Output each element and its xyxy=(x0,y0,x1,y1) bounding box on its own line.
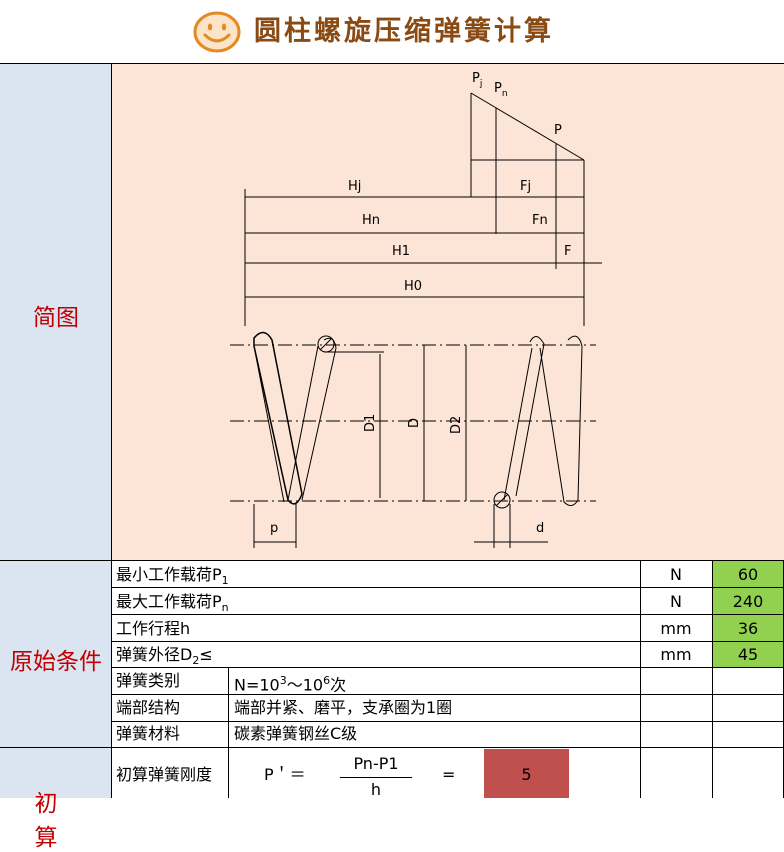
initial-stiffness-label: 初算弹簧刚度 xyxy=(116,765,213,784)
end-structure-value: 端部并紧、磨平，支承圈为1圈 xyxy=(234,698,453,717)
input-cell-stroke[interactable] xyxy=(713,615,783,641)
label-d1: D1 xyxy=(363,414,378,432)
outer-diameter-unit: mm xyxy=(660,645,692,664)
label-fj: Fj xyxy=(520,179,531,194)
conditions-grid: 最小工作载荷P1 N 60 最大工作载荷Pn N 240 工作行程h mm 36… xyxy=(112,561,784,748)
label-pj: Pj xyxy=(472,71,482,89)
max-load-unit: N xyxy=(670,592,682,611)
label-h0: H0 xyxy=(404,279,422,294)
label-hj: Hj xyxy=(348,179,361,194)
min-load-unit: N xyxy=(670,565,682,584)
label-pn: Pn xyxy=(494,81,508,99)
conditions-section-label: 原始条件 xyxy=(10,649,102,675)
label-pitch: p xyxy=(270,521,278,536)
stroke-unit: mm xyxy=(660,619,692,638)
label-p: P xyxy=(554,123,562,138)
spring-diagram: Pj Pn P Hj Fj Hn Fn H1 F H0 D1 D D2 p d xyxy=(112,64,784,561)
spring-class-value: N=103～106次 xyxy=(234,674,347,695)
fraction-bar xyxy=(340,777,412,778)
stiffness-numerator: Pn-P1 xyxy=(353,754,399,773)
stroke-value[interactable]: 36 xyxy=(737,619,759,638)
label-h1: H1 xyxy=(392,244,410,259)
stiffness-result-cell[interactable] xyxy=(484,749,569,798)
spring-class-label: 弹簧类别 xyxy=(116,671,181,690)
input-cell-outer-diameter[interactable] xyxy=(713,642,783,667)
label-d: D xyxy=(407,418,422,428)
outer-diameter-value[interactable]: 45 xyxy=(737,645,759,664)
label-wire-d: d xyxy=(536,521,544,536)
smiley-face-icon xyxy=(193,11,241,53)
stroke-label: 工作行程h xyxy=(116,619,191,638)
spring-diagram-svg: Pj Pn P Hj Fj Hn Fn H1 F H0 D1 D D2 p d xyxy=(230,71,602,548)
title-bar xyxy=(0,0,784,64)
spring-material-label: 弹簧材料 xyxy=(116,724,181,743)
min-load-value[interactable]: 60 xyxy=(737,565,759,584)
stiffness-symbol: P＇＝ xyxy=(264,765,306,784)
max-load-value[interactable]: 240 xyxy=(732,592,764,611)
diagram-section-header xyxy=(0,64,112,561)
stiffness-denominator: h xyxy=(370,780,382,799)
min-load-label: 最小工作载荷P1 xyxy=(116,565,229,588)
max-load-label: 最大工作载荷Pn xyxy=(116,592,229,615)
outer-diameter-label: 弹簧外径D2≤ xyxy=(116,645,213,668)
calc-section-label: 初 算 xyxy=(34,791,78,851)
input-cell-min-load[interactable] xyxy=(713,561,783,587)
input-cell-max-load[interactable] xyxy=(713,588,783,614)
label-f: F xyxy=(564,244,571,259)
calc-row: 初算弹簧刚度 P＇＝ Pn-P1 h = 5 xyxy=(112,748,784,799)
label-fn: Fn xyxy=(532,213,548,228)
label-d2: D2 xyxy=(449,416,464,434)
equals-sign: = xyxy=(442,765,456,784)
page-title: 圆柱螺旋压缩弹簧计算 xyxy=(254,16,554,47)
end-structure-label: 端部结构 xyxy=(116,698,181,717)
calc-section-header xyxy=(0,748,112,798)
diagram-section-label: 简图 xyxy=(33,305,79,331)
stiffness-result[interactable]: 5 xyxy=(521,765,532,784)
spring-material-value: 碳素弹簧钢丝C级 xyxy=(234,724,358,743)
conditions-section-header xyxy=(0,561,112,748)
label-hn: Hn xyxy=(362,213,380,228)
